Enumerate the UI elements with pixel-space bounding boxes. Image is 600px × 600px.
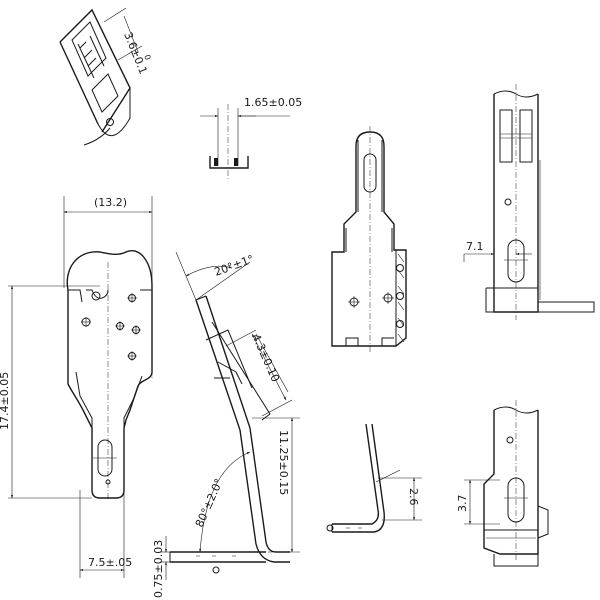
dim-11-25: 11.25±0.15	[277, 430, 290, 495]
back-view	[331, 126, 407, 352]
dim-3-6-tolerance: 0	[142, 53, 152, 61]
front-view-holes	[81, 291, 141, 361]
bend-detail-view	[326, 423, 422, 533]
dim-7-5: 7.5±.05	[88, 556, 132, 569]
right-side-view	[463, 84, 595, 320]
front-view	[8, 196, 153, 578]
side-bend-view	[160, 251, 300, 580]
bottom-right-view	[464, 400, 549, 567]
dim-13-2: (13.2)	[94, 196, 127, 209]
dim-7-1: 7.1	[466, 240, 484, 253]
dim-80-deg: 80°±2.0°	[193, 477, 226, 530]
dim-1-65: 1.65±0.05	[244, 96, 302, 109]
dim-20-deg: 20°±1°	[213, 253, 256, 279]
dim-0-75: 0.75±0.03	[152, 540, 165, 598]
dim-4-3: 4.3±0.10	[249, 332, 282, 384]
dim-2-6: 2.6	[407, 488, 420, 506]
thickness-section-view	[200, 104, 290, 180]
dim-17-4: 17.4±0.05	[0, 372, 11, 430]
dim-3-7: 3.7	[456, 495, 469, 513]
isometric-view	[59, 7, 143, 146]
dim-3-6: 3.6±0.1	[121, 30, 150, 76]
